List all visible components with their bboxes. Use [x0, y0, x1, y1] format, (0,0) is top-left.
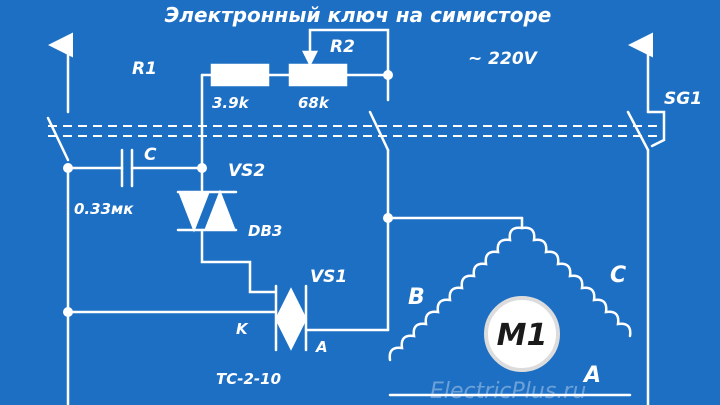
- r2-label: R2: [330, 37, 355, 57]
- right-switch-blade: [626, 110, 650, 152]
- sg1-button-bracket: [646, 110, 666, 148]
- middle-switch-blade: [368, 110, 390, 152]
- junction-motor-feed: [383, 213, 393, 223]
- winding-b-coil: [388, 226, 524, 362]
- winding-b-label: B: [408, 285, 425, 310]
- terminal-k-label: K: [236, 320, 249, 338]
- r2-wiper-tip: [301, 50, 319, 67]
- sg1-label: SG1: [664, 89, 702, 109]
- watermark-text: ElectricPlus.ru: [430, 379, 586, 404]
- terminal-a-label: A: [315, 338, 328, 356]
- winding-c-coil: [520, 226, 632, 338]
- vs2-label: VS2: [228, 161, 265, 181]
- r1-label: R1: [132, 59, 157, 79]
- left-switch-blade: [46, 116, 70, 162]
- vs1-triangle-down: [274, 318, 308, 351]
- junction-left-cap: [63, 163, 73, 173]
- db3-label: DB3: [248, 222, 282, 240]
- capacitor-value-label: 0.33мк: [74, 200, 134, 218]
- supply-voltage-label: ~ 220V: [468, 49, 539, 69]
- vs2-triangle-up: [204, 189, 236, 231]
- capacitor-label: C: [144, 145, 157, 165]
- r2-value-label: 68k: [298, 94, 330, 112]
- diagram-title: Электронный ключ на симисторе: [165, 3, 552, 27]
- junction-left-cathode: [63, 307, 73, 317]
- vs1-label: VS1: [310, 267, 347, 287]
- vs1-triangle-up: [274, 287, 308, 320]
- winding-c-label: C: [610, 263, 626, 288]
- vs2-triangle-down: [178, 191, 210, 233]
- vs1-type-label: TC-2-10: [216, 370, 281, 388]
- winding-a-label: A: [582, 363, 601, 388]
- vs2-to-vs1-wire: [200, 228, 277, 294]
- resistor-r2: [288, 63, 348, 87]
- motor-label: M1: [497, 318, 548, 353]
- r1-value-label: 3.9k: [212, 94, 250, 112]
- resistor-r1: [210, 63, 270, 87]
- motor-circle: [484, 296, 560, 372]
- r2-wiper: [308, 28, 390, 77]
- junction-r-chain: [197, 163, 207, 173]
- junction-r2-right: [383, 70, 393, 80]
